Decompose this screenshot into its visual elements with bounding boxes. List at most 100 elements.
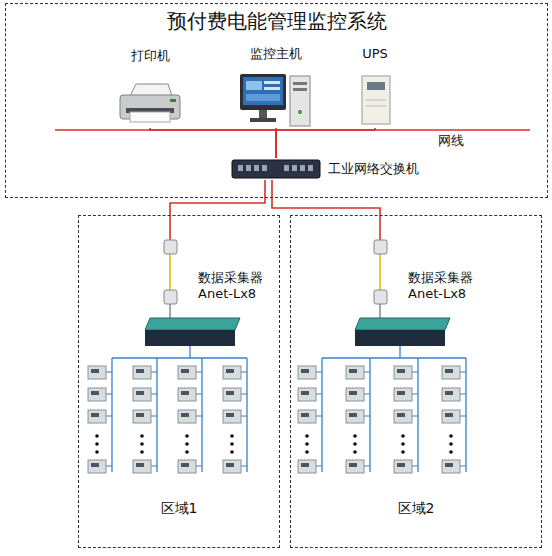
ellipsis-dot (185, 434, 189, 438)
meter-icon (394, 410, 412, 423)
meter-window (226, 463, 234, 467)
branch-wire (364, 416, 370, 417)
branch-wire (460, 394, 466, 395)
ellipsis-dot (185, 442, 189, 446)
branch-wire (241, 394, 247, 395)
branch-wire (196, 466, 202, 467)
branch-wire (364, 372, 370, 373)
ellipsis-dot (140, 434, 144, 438)
ups-icon (367, 82, 385, 90)
meter-icon (88, 460, 106, 473)
meter-window (445, 369, 453, 373)
host-computer-icon (246, 94, 280, 101)
converter-pair (169, 254, 171, 290)
host-computer-icon (264, 87, 280, 90)
network-cable (170, 180, 265, 262)
branch-wire (316, 416, 322, 417)
bus-wire (399, 346, 400, 358)
ups-icon (366, 106, 386, 107)
meter-icon (88, 410, 106, 423)
node-label: 数据采集器 Anet-Lx8 (408, 270, 480, 303)
meter-window (91, 369, 99, 373)
meter-window (226, 391, 234, 395)
meter-icon (298, 388, 316, 401)
ellipsis-dot (95, 450, 99, 454)
bus-wire (112, 357, 247, 358)
host-computer-icon (293, 88, 307, 91)
branch-wire (460, 466, 466, 467)
meter-icon (178, 388, 196, 401)
meter-icon (88, 388, 106, 401)
branch-wire (241, 416, 247, 417)
branch-wire (316, 466, 322, 467)
node-label: 数据采集器 Anet-Lx8 (198, 270, 270, 303)
meter-window (136, 391, 144, 395)
meter-icon (394, 366, 412, 379)
meter-window (226, 369, 234, 373)
network-switch-icon (262, 165, 267, 171)
meter-icon (178, 410, 196, 423)
ellipsis-dot (353, 434, 357, 438)
ellipsis-dot (140, 450, 144, 454)
converter-pair (379, 304, 381, 318)
meter-icon (394, 388, 412, 401)
ellipsis-dot (305, 434, 309, 438)
collector-node: 数据采集器 Anet-Lx8 (350, 262, 480, 350)
meter-window (136, 413, 144, 417)
meter-window (136, 463, 144, 467)
printer-icon (130, 84, 172, 96)
meter-icon (133, 410, 151, 423)
meter-window (181, 391, 189, 395)
host-computer-icon (293, 82, 307, 85)
branch-wire (316, 394, 322, 395)
region-box: 区域2 数据采集器 Anet-Lx8 (290, 215, 542, 548)
ellipsis-dot (230, 434, 234, 438)
meter-icon (442, 460, 460, 473)
branch-wire (151, 416, 157, 417)
meter-window (136, 369, 144, 373)
converter-pair (374, 240, 387, 254)
ellipsis-dot (305, 450, 309, 454)
ups-icon (362, 76, 390, 124)
meter-window (445, 463, 453, 467)
ellipsis-dot (230, 450, 234, 454)
meter-window (301, 413, 309, 417)
ups-node: UPS (345, 46, 405, 128)
meter-window (91, 463, 99, 467)
ups-icon (366, 100, 386, 101)
network-cable (150, 128, 276, 158)
meter-window (226, 413, 234, 417)
ellipsis-dot (230, 442, 234, 446)
node-label: 区域2 (291, 500, 541, 518)
printer-icon (130, 112, 170, 122)
converter-pair (164, 240, 387, 318)
meter-window (301, 391, 309, 395)
branch-wire (316, 372, 322, 373)
bus-wire (201, 358, 202, 472)
meter-window (349, 413, 357, 417)
meter-window (397, 463, 405, 467)
bus-wire (111, 358, 112, 472)
meter-grid (88, 346, 466, 473)
network-switch-icon (238, 165, 243, 171)
meter-window (91, 413, 99, 417)
bus-wire (246, 358, 247, 472)
host-computer-icon (298, 110, 302, 114)
host-node: 监控主机 (236, 46, 316, 128)
ellipsis-dot (140, 442, 144, 446)
branch-wire (106, 466, 112, 467)
host-computer-icon (290, 76, 310, 126)
meter-icon (394, 460, 412, 473)
meter-icon (442, 366, 460, 379)
label-holder: 网线 (438, 133, 464, 149)
printer-node: 打印机 (110, 48, 190, 128)
ellipsis-dot (353, 442, 357, 446)
ellipsis-dot (449, 450, 453, 454)
meter-window (445, 413, 453, 417)
branch-wire (241, 372, 247, 373)
meter-icon (133, 460, 151, 473)
wire-label: 网线 (438, 133, 464, 149)
node-label: 区域1 (79, 500, 279, 518)
